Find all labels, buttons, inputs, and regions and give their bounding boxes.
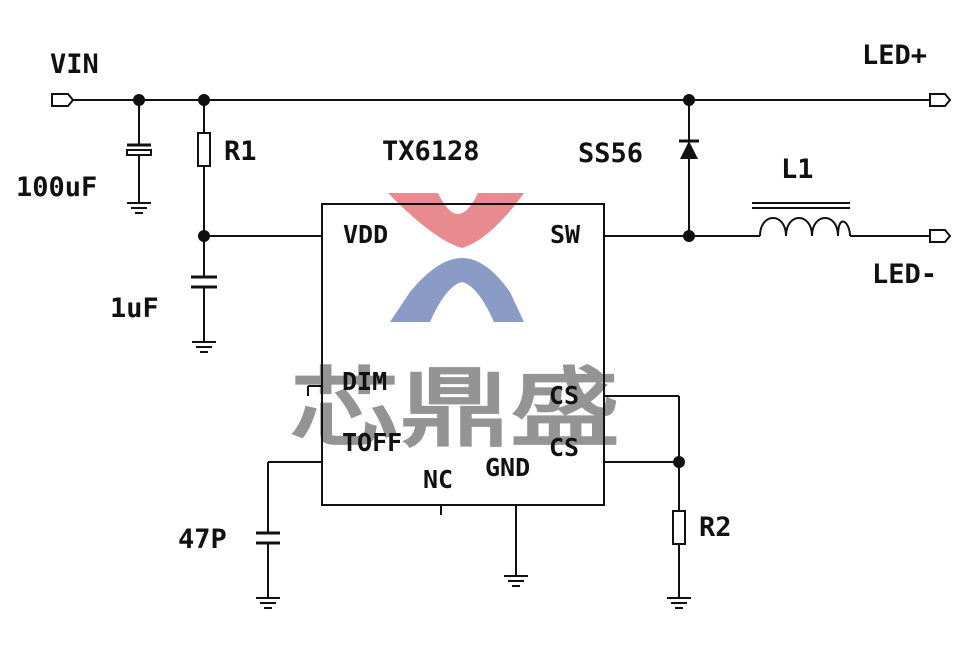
- led-plus-label: LED+: [862, 40, 927, 71]
- r2-label: R2: [699, 512, 732, 543]
- cap-47p: [256, 462, 280, 598]
- ground-symbol: [127, 202, 151, 214]
- inductor-label: L1: [781, 154, 814, 185]
- resistor-r2: [672, 462, 686, 598]
- pin-cs2-label: CS: [549, 433, 579, 462]
- ic-body: [321, 203, 605, 506]
- pin-nc-label: NC: [423, 465, 453, 494]
- pin-dim-label: DIM: [342, 367, 387, 396]
- resistor-r1: [197, 100, 211, 236]
- watermark-text: 芯鼎盛: [290, 359, 620, 459]
- inductor-l1: [752, 202, 851, 237]
- vin-terminal: [51, 93, 75, 107]
- ground-symbol: [667, 597, 691, 609]
- ground-symbol: [504, 575, 528, 587]
- pin-toff-label: TOFF: [342, 428, 402, 457]
- ground-symbol: [256, 597, 280, 609]
- led-plus-terminal: [929, 93, 952, 107]
- pin-vdd-label: VDD: [343, 220, 388, 249]
- pin-cs1-label: CS: [549, 381, 579, 410]
- led-minus-terminal: [929, 229, 952, 243]
- diode-label: SS56: [578, 138, 643, 169]
- watermark-lower-shape: [390, 258, 524, 322]
- ground-symbol: [192, 341, 216, 353]
- ic-name-label: TX6128: [382, 136, 480, 167]
- watermark-upper-shape: [388, 193, 524, 248]
- diode-ss56: [679, 100, 699, 236]
- r1-label: R1: [224, 136, 257, 167]
- cap-1uf: [191, 236, 217, 342]
- c-toff-label: 47P: [178, 524, 227, 555]
- vin-label: VIN: [50, 49, 99, 80]
- c-in-label: 100uF: [16, 172, 97, 203]
- pin-sw-label: SW: [550, 220, 581, 249]
- led-minus-label: LED-: [872, 259, 937, 290]
- cap-100uf: [126, 100, 152, 203]
- watermark-logo: 芯鼎盛: [290, 193, 620, 459]
- c-vdd-label: 1uF: [110, 293, 159, 324]
- pin-gnd-label: GND: [485, 453, 530, 482]
